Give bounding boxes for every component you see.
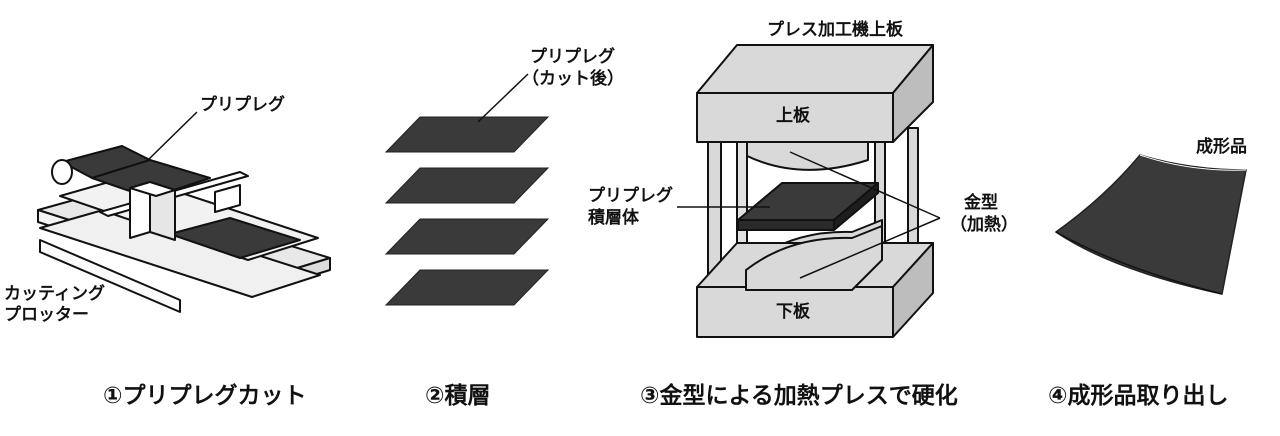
molded-product-illustration xyxy=(1054,154,1247,295)
sheet-2 xyxy=(384,167,550,204)
press-machine-illustration xyxy=(677,44,941,338)
product-label: 成形品 xyxy=(1196,137,1247,157)
plotter-label-line2: プロッター xyxy=(4,305,89,325)
mold-label-line1: 金型 xyxy=(964,193,998,213)
upper-plate-label: 上板 xyxy=(776,106,810,126)
prepreg-cut-label-line2: （カット後） xyxy=(522,69,624,89)
prepreg-label: プリプレグ xyxy=(200,95,285,115)
prepreg-cut-label-line1: プリプレグ xyxy=(530,47,615,67)
sheet-1 xyxy=(384,116,550,153)
step-4-caption: ④成形品取り出し xyxy=(1048,383,1229,409)
press-machine-label: プレス加工機上板 xyxy=(767,20,903,40)
sheet-4 xyxy=(384,269,550,306)
stacked-prepreg-sheets xyxy=(384,73,550,306)
laminate-label-line2: 積層体 xyxy=(588,208,639,228)
laminate-label-line1: プリプレグ xyxy=(588,186,673,206)
step-2-caption: ②積層 xyxy=(425,383,491,409)
lower-plate-label: 下板 xyxy=(776,302,810,322)
mold-label-line2: （加熱） xyxy=(950,215,1018,235)
step-1-caption: ①プリプレグカット xyxy=(103,383,307,409)
cutting-plotter-illustration xyxy=(37,111,331,313)
sheet-3 xyxy=(384,218,550,255)
plotter-label-line1: カッティング xyxy=(4,284,105,304)
step-3-caption: ③金型による加熱プレスで硬化 xyxy=(640,383,958,409)
